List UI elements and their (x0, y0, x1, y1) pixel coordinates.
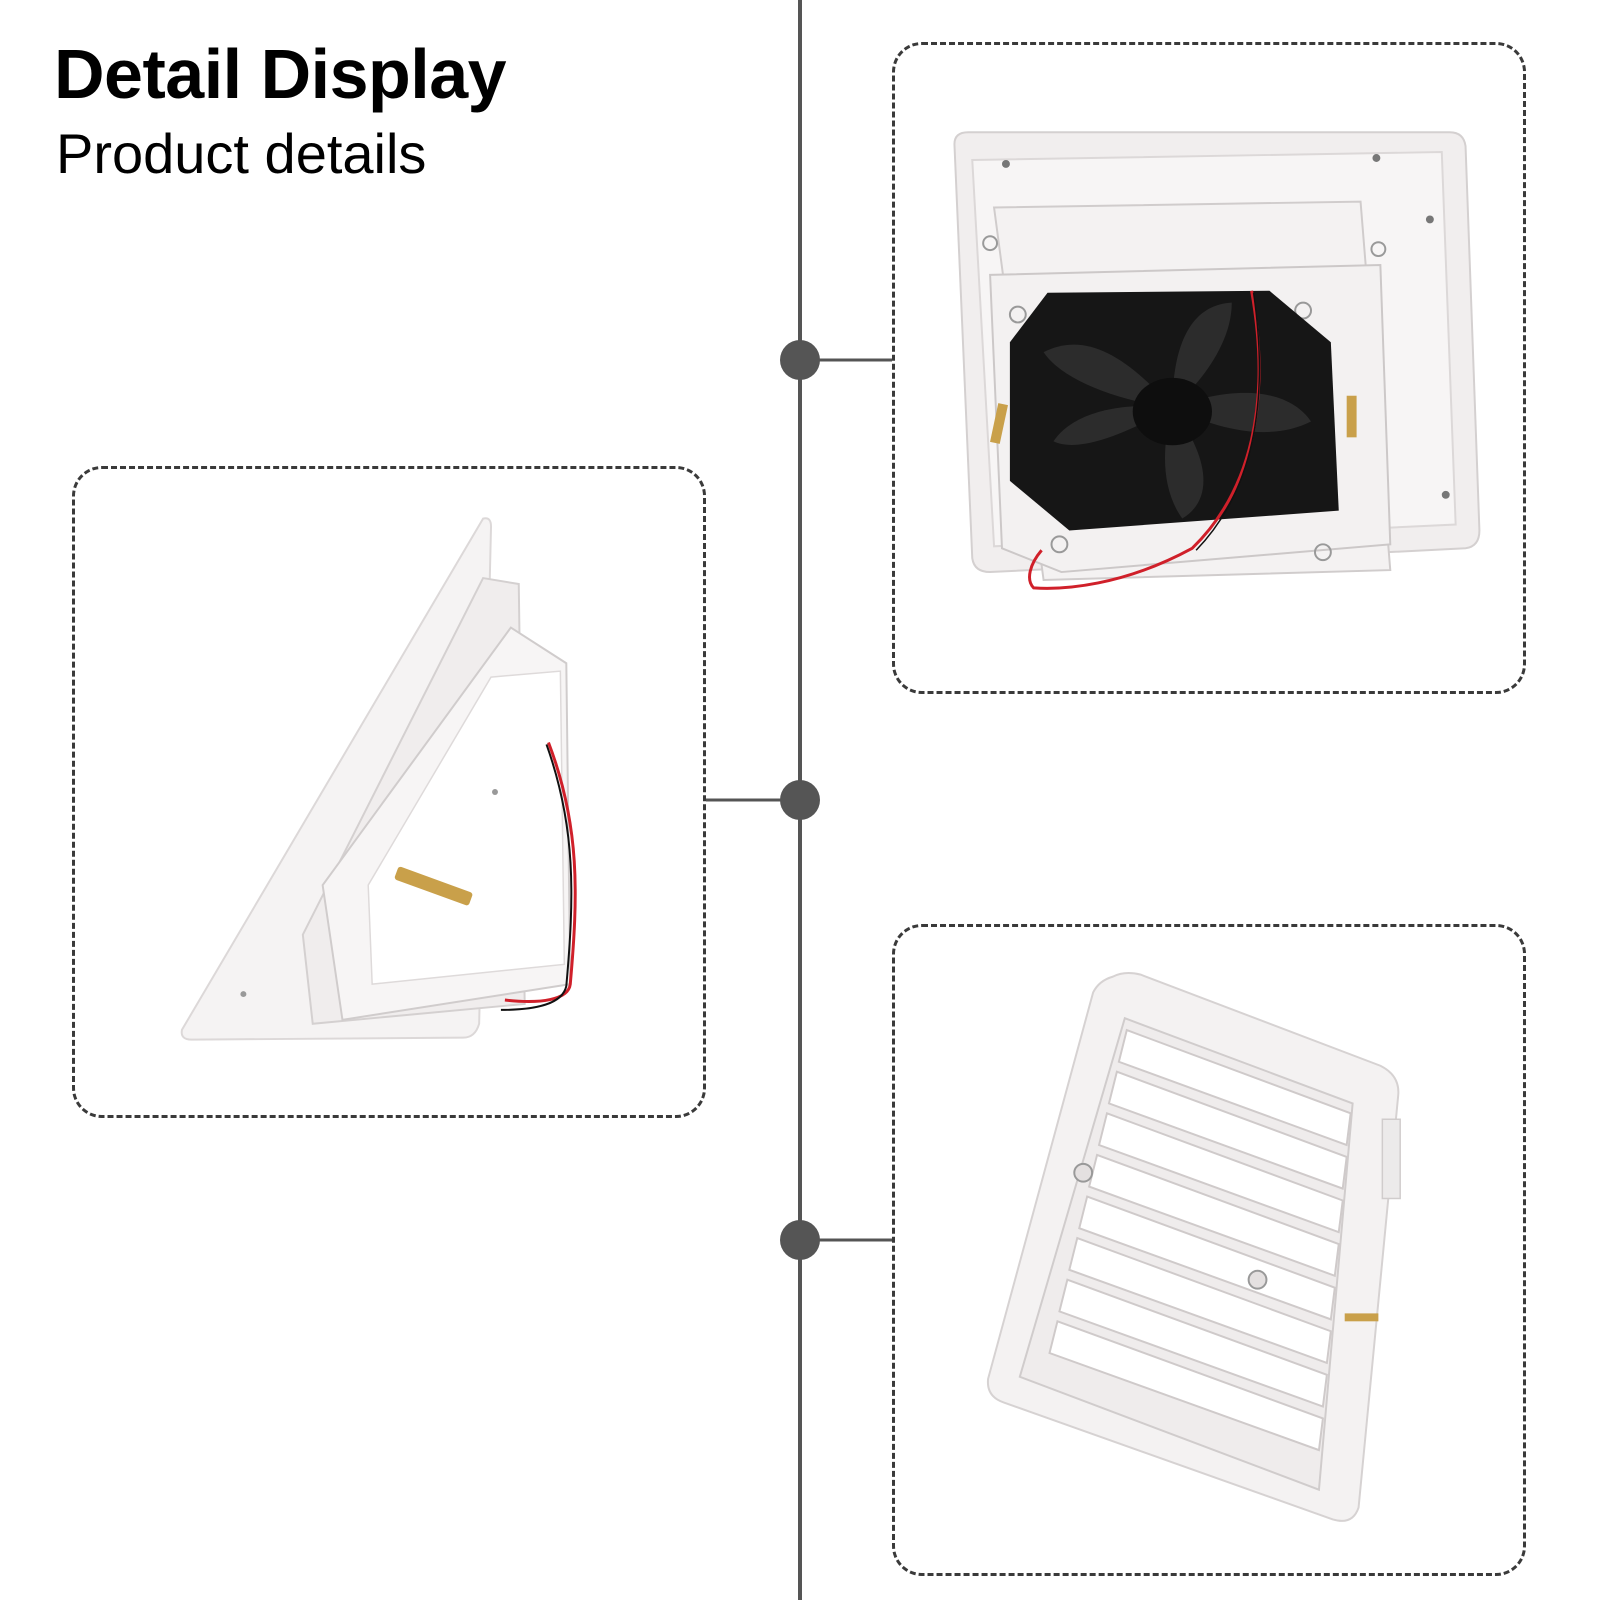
vent-side-view-image (180, 517, 577, 1041)
detail-panel-louver-front (892, 924, 1526, 1576)
timeline-dot-middle (780, 780, 820, 820)
page-title: Detail Display (54, 35, 507, 113)
detail-panel-fan-back (892, 42, 1526, 694)
vent-louver-front-image (986, 972, 1401, 1522)
timeline-dot-top (780, 340, 820, 380)
fan-back-view-image (953, 131, 1481, 590)
timeline-dot-bottom (780, 1220, 820, 1260)
page-subtitle: Product details (56, 122, 427, 185)
detail-panel-side-view (72, 466, 706, 1118)
